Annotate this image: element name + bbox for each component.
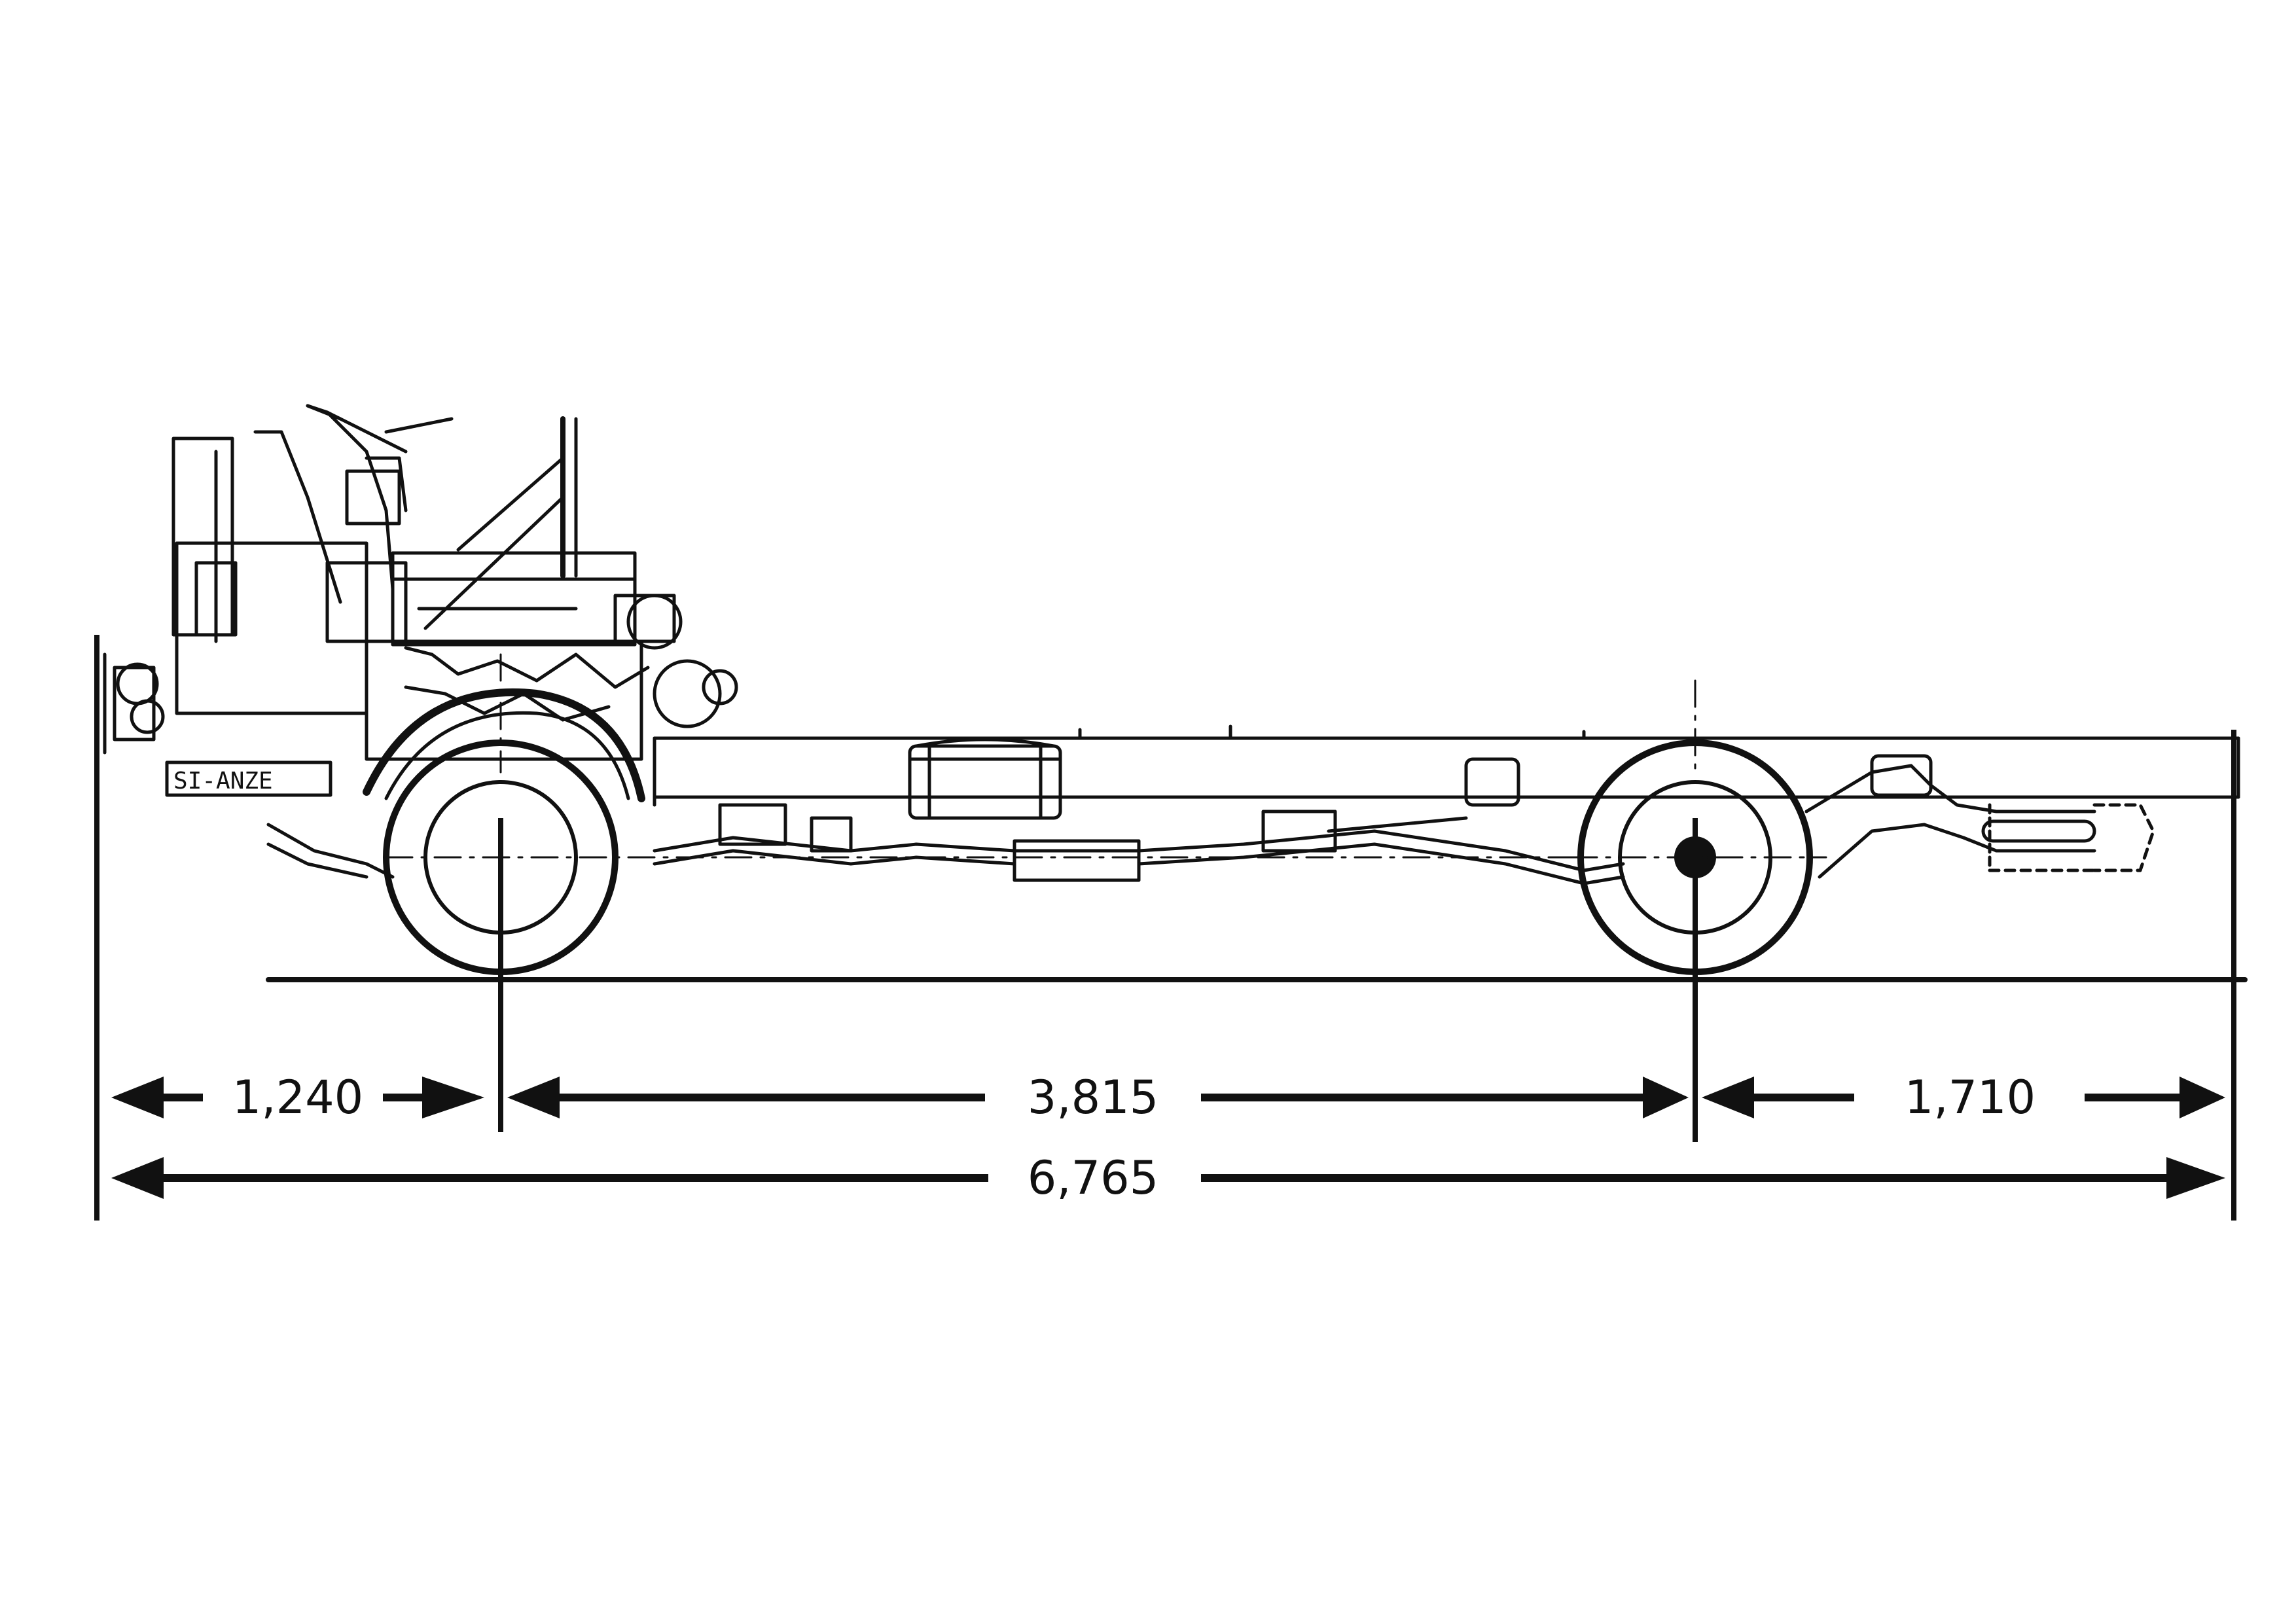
front-overhang-dimension: 1,240 <box>111 1071 484 1124</box>
axle-centerlines <box>385 653 1827 859</box>
front-overhang-label: 1,240 <box>232 1071 363 1124</box>
battery-box <box>1013 839 1141 882</box>
rear-hitch <box>1804 754 2155 879</box>
dimension-system: 1,240 3,815 1,710 6,765 <box>94 635 2236 1221</box>
fuel-tank <box>908 738 1062 820</box>
truck-chassis-drawing: SI-ANZE <box>103 404 2248 982</box>
wheelbase-dimension: 3,815 <box>507 1071 1689 1124</box>
rear-overhang-label: 1,710 <box>1905 1071 2036 1124</box>
overall-length-label: 6,765 <box>1028 1151 1158 1205</box>
rear-overhang-dimension: 1,710 <box>1702 1071 2225 1124</box>
frame-rail <box>653 724 2240 807</box>
drive-shaft <box>653 757 1625 885</box>
engine-and-cab-frame: SI-ANZE <box>103 404 738 879</box>
wheelbase-label: 3,815 <box>1028 1071 1158 1124</box>
overall-length-dimension: 6,765 <box>111 1151 2225 1205</box>
svg-text:SI-ANZE: SI-ANZE <box>173 768 273 794</box>
